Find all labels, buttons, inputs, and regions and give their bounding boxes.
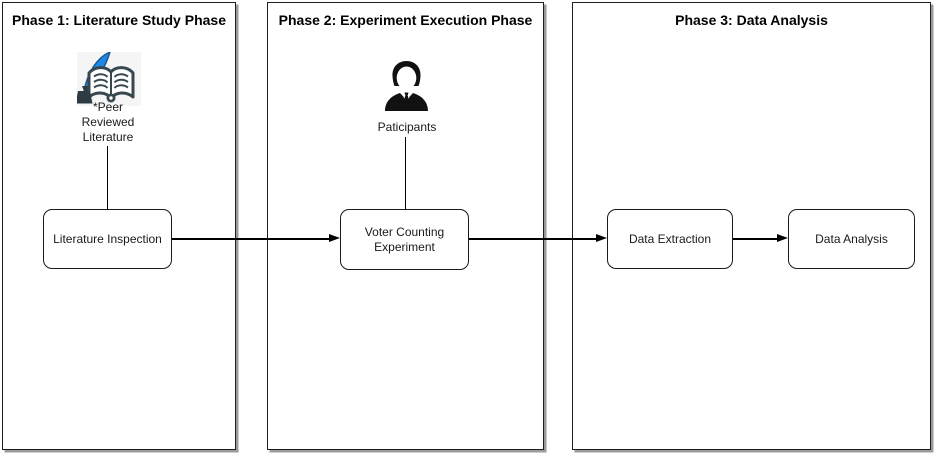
node-data-extraction: Data Extraction: [607, 209, 733, 269]
node-voter-counting-experiment: Voter Counting Experiment: [340, 209, 469, 270]
phase-1-title: Phase 1: Literature Study Phase: [12, 12, 226, 28]
node-literature-inspection: Literature Inspection: [43, 209, 172, 269]
node-literature-inspection-label: Literature Inspection: [53, 231, 162, 246]
connector-inspection-to-voter: [172, 238, 330, 240]
phase-3-title: Phase 3: Data Analysis: [675, 12, 828, 28]
connector-extraction-to-analysis: [733, 238, 778, 240]
person-icon: [384, 61, 429, 111]
connector-participants-to-experiment: [404, 137, 407, 209]
node-data-analysis-label: Data Analysis: [815, 231, 888, 246]
quill-book-icon: [75, 51, 141, 106]
arrowhead-extraction-to-analysis: [777, 234, 788, 243]
node-data-extraction-label: Data Extraction: [628, 231, 712, 246]
connector-literature-to-inspection: [106, 146, 109, 209]
arrowhead-voter-to-extraction: [596, 234, 607, 243]
participants-caption: Paticipants: [377, 120, 437, 134]
phase-2-panel: Phase 2: Experiment Execution Phase: [267, 2, 544, 450]
phase-2-title: Phase 2: Experiment Execution Phase: [278, 12, 533, 28]
connector-voter-to-extraction: [469, 238, 597, 240]
node-data-analysis: Data Analysis: [788, 209, 915, 269]
arrowhead-inspection-to-voter: [329, 234, 340, 243]
node-voter-counting-experiment-label: Voter Counting Experiment: [364, 224, 445, 254]
literature-caption: *Peer Reviewed Literature: [81, 100, 135, 144]
